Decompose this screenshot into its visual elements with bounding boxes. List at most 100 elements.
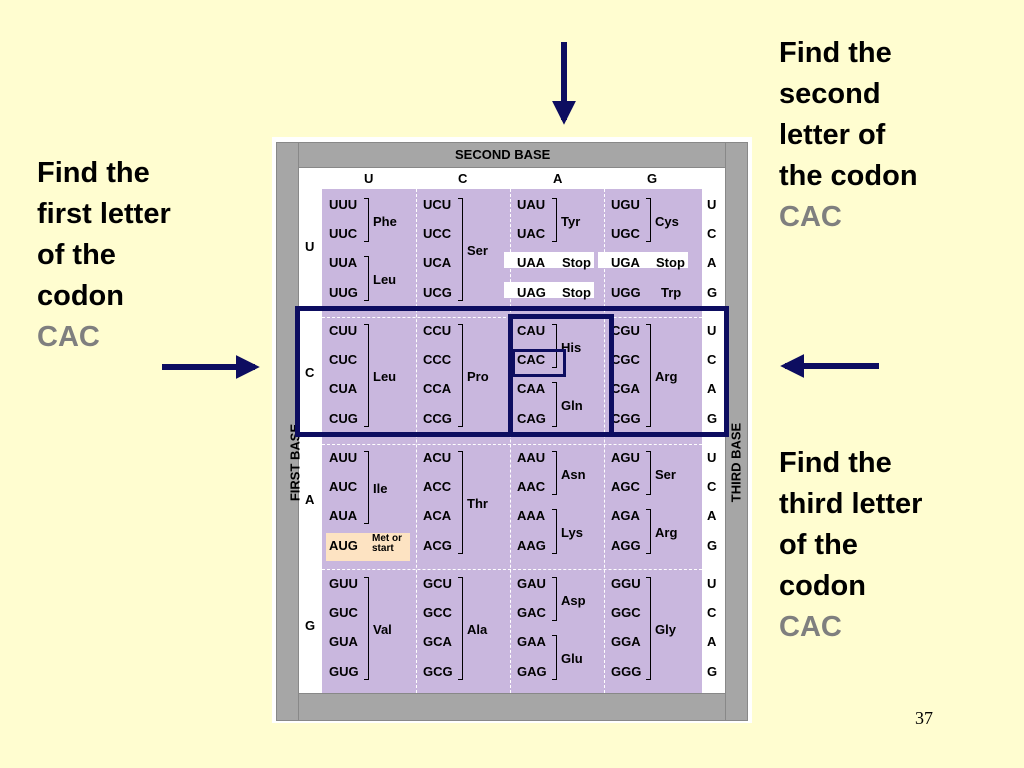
bracket bbox=[364, 324, 369, 427]
codon-cell: CGC bbox=[611, 352, 640, 368]
amino-acid-label: Tyr bbox=[561, 213, 581, 229]
bracket bbox=[646, 509, 651, 554]
second-base-header: A bbox=[553, 171, 563, 186]
annotation-codon: CAC bbox=[779, 201, 842, 233]
first-base-letter: A bbox=[305, 492, 315, 507]
bracket bbox=[364, 451, 369, 525]
third-base-letter: U bbox=[707, 323, 717, 338]
bracket bbox=[552, 451, 557, 496]
bracket bbox=[552, 577, 557, 622]
third-base-letter: G bbox=[707, 537, 718, 553]
annotation-line: third letter bbox=[779, 488, 923, 520]
codon-cell: CUC bbox=[329, 352, 358, 368]
col-separator bbox=[416, 189, 417, 693]
annotation-line: the codon bbox=[779, 160, 918, 192]
met-start-box bbox=[326, 532, 410, 561]
slide-number: 37 bbox=[915, 708, 933, 728]
annotation-line: first letter bbox=[37, 198, 171, 230]
codon-cell: UCG bbox=[423, 284, 452, 300]
stop-label: Stop bbox=[656, 255, 685, 271]
annotation-line: letter of bbox=[779, 119, 886, 151]
codon-cell: UUA bbox=[329, 255, 358, 271]
codon-cell: AUG bbox=[329, 537, 358, 553]
amino-acid-label: Cys bbox=[655, 213, 679, 229]
col-separator bbox=[510, 189, 511, 693]
codon-cell: UUC bbox=[329, 226, 358, 242]
third-base-letter: U bbox=[707, 450, 717, 465]
annotation-line: codon bbox=[779, 570, 866, 602]
first-base-letter: U bbox=[305, 239, 315, 254]
codon-cell: ACU bbox=[423, 450, 452, 465]
codon-cell: GCA bbox=[423, 634, 452, 650]
first-base-letter: C bbox=[305, 365, 315, 380]
codon-cell: CCC bbox=[423, 352, 452, 368]
amino-acid-label: Gln bbox=[561, 398, 583, 413]
codon-cell: UAA bbox=[517, 255, 546, 271]
codon-cell: GCU bbox=[423, 576, 452, 591]
codon-cell: CGA bbox=[611, 381, 640, 397]
amino-acid-label: Ile bbox=[373, 481, 388, 497]
third-base-letter: C bbox=[707, 479, 717, 495]
bracket bbox=[552, 324, 557, 369]
codon-cell: AUA bbox=[329, 508, 358, 524]
codon-cell: UGU bbox=[611, 197, 640, 212]
stop-box bbox=[504, 252, 594, 269]
amino-acid-label: His bbox=[561, 339, 582, 355]
met-start-label: Met or start bbox=[372, 532, 402, 554]
third-base-letter: G bbox=[707, 410, 718, 426]
bracket bbox=[458, 577, 463, 680]
codon-cell: CAC bbox=[517, 352, 546, 368]
stop-label: Stop bbox=[562, 255, 591, 271]
bracket bbox=[364, 577, 369, 680]
codon-cell: GUG bbox=[329, 663, 359, 679]
codon-cell: GCC bbox=[423, 605, 452, 621]
codon-cell: CAG bbox=[517, 410, 546, 426]
codon-cell: CUG bbox=[329, 410, 358, 426]
bracket bbox=[458, 198, 463, 301]
codon-cell: GUC bbox=[329, 605, 358, 621]
codon-cell: GAG bbox=[517, 663, 547, 679]
bracket bbox=[552, 635, 557, 680]
codon-grid bbox=[322, 189, 702, 693]
third-base-letter: C bbox=[707, 352, 717, 368]
codon-cell: GAC bbox=[517, 605, 546, 621]
annotation-line: of the bbox=[37, 239, 116, 271]
stop-box bbox=[504, 281, 594, 298]
third-base-letter: A bbox=[707, 508, 717, 524]
first-base-letter: G bbox=[305, 618, 316, 633]
codon-cell: AUU bbox=[329, 450, 358, 465]
amino-acid-label: Lys bbox=[561, 525, 583, 540]
annotation-first-letter: Find the first letter of the codon CAC bbox=[37, 153, 171, 358]
bracket bbox=[646, 577, 651, 680]
codon-cell: AGU bbox=[611, 450, 640, 465]
annotation-codon: CAC bbox=[37, 321, 100, 353]
codon-cell: UAC bbox=[517, 226, 546, 242]
codon-cell: CAA bbox=[517, 381, 546, 397]
codon-cell: GAU bbox=[517, 576, 546, 591]
codon-cell: AGG bbox=[611, 537, 641, 553]
amino-acid-label: Val bbox=[373, 621, 392, 637]
codon-cell: CGU bbox=[611, 323, 640, 338]
bracket bbox=[552, 509, 557, 554]
amino-acid-label: Arg bbox=[655, 525, 678, 540]
third-base-letter: C bbox=[707, 605, 717, 621]
codon-cell: GAA bbox=[517, 634, 546, 650]
bracket bbox=[552, 198, 557, 243]
highlight-cac bbox=[512, 349, 566, 377]
codon-cell: ACA bbox=[423, 508, 452, 524]
third-base-letter: G bbox=[707, 663, 718, 679]
codon-cell: GGU bbox=[611, 576, 641, 591]
amino-acid-label: Leu bbox=[373, 272, 397, 287]
codon-cell: UCC bbox=[423, 226, 452, 242]
amino-acid-label: Leu bbox=[373, 368, 397, 384]
codon-cell: UCU bbox=[423, 197, 452, 212]
codon-cell: GGC bbox=[611, 605, 641, 621]
second-base-label: SECOND BASE bbox=[455, 147, 551, 162]
codon-cell: AGC bbox=[611, 479, 640, 495]
codon-cell: UCA bbox=[423, 255, 452, 271]
bracket bbox=[458, 451, 463, 554]
annotation-third-letter: Find the third letter of the codon CAC bbox=[779, 443, 922, 648]
codon-cell: CGG bbox=[611, 410, 641, 426]
codon-cell: ACC bbox=[423, 479, 452, 495]
